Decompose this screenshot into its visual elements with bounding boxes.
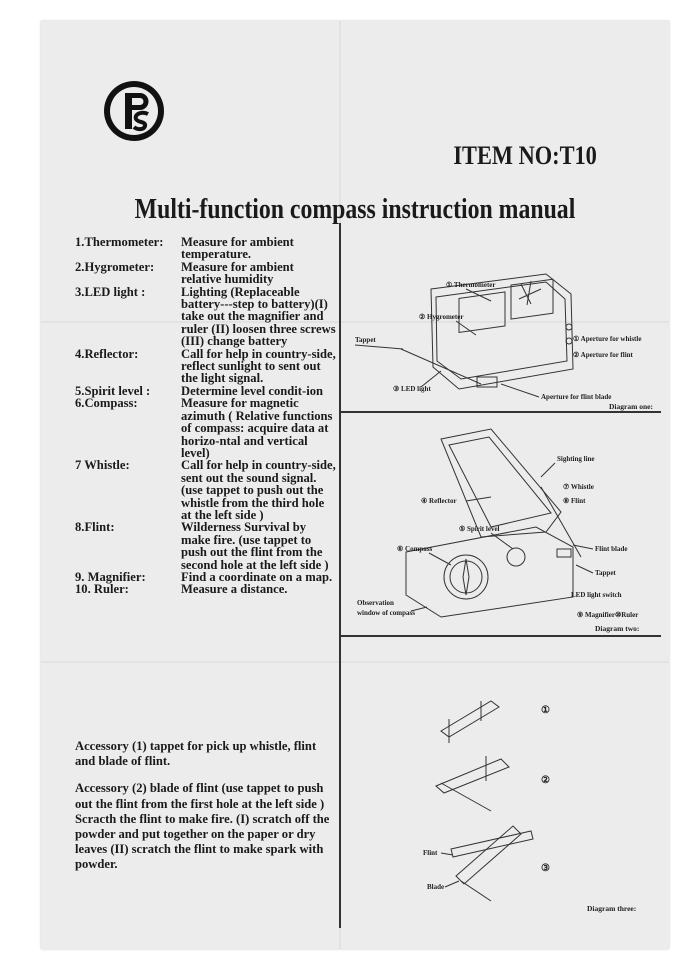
label-aperture-flint: ② Aperture for flint	[573, 351, 634, 359]
feature-label: 3.LED light :	[75, 284, 146, 299]
section-divider	[339, 411, 661, 413]
diagram-caption: Diagram three:	[587, 904, 636, 913]
feature-description: Find a coordinate on a map.	[181, 569, 333, 584]
diagram-caption: Diagram two:	[595, 624, 639, 633]
feature-item: 3.LED light : Lighting (Replaceable batte…	[75, 284, 337, 349]
tappet-step-drawing	[440, 700, 500, 743]
label-flint: Flint	[423, 849, 438, 857]
feature-description: Measure for ambient temperature.	[181, 235, 294, 262]
label-flint: ⑧ Flint	[563, 497, 586, 505]
blade-insert-drawing	[435, 756, 510, 812]
feature-item: 8.Flint: Wilderness Survival by make fire…	[75, 521, 337, 571]
feature-item: 6.Compass: Measure for magnetic azimuth (…	[75, 397, 337, 459]
feature-label: 5.Spirit level :	[75, 383, 151, 398]
label-observation: Observation	[357, 599, 394, 607]
feature-item: 9. Magnifier: Find a coordinate on a map.	[75, 569, 337, 584]
label-led-switch: LED light switch	[571, 591, 622, 599]
section-divider	[339, 635, 661, 637]
feature-description: Measure for ambient relative humidity	[181, 259, 294, 287]
item-number: ITEM NO:T10	[453, 141, 597, 170]
feature-description: Lighting (Replaceable battery---step to …	[181, 284, 336, 349]
feature-label: 4.Reflector:	[75, 346, 139, 361]
label-aperture-whistle: ① Aperture for whistle	[573, 335, 641, 343]
accessory-notes: Accessory (1) tappet for pick up whistle…	[75, 739, 337, 885]
column-divider	[339, 223, 341, 928]
feature-description: Call for help in country-side, reflect s…	[181, 346, 336, 386]
feature-description: Wilderness Survival by make fire. (use t…	[181, 520, 329, 572]
feature-label: 9. Magnifier:	[75, 569, 146, 584]
feature-description: Measure for magnetic azimuth ( Relative …	[181, 396, 333, 460]
brand-logo	[104, 81, 164, 141]
feature-item: 1.Thermometer: Measure for ambient temper…	[75, 236, 337, 261]
label-sighting-line: Sighting line	[557, 455, 595, 463]
label-tappet: Tappet	[355, 336, 376, 344]
feature-label: 7 Whistle:	[75, 458, 130, 473]
step-one-marker: ①	[541, 705, 550, 716]
label-aperture-blade: Aperture for flint blade	[541, 393, 611, 401]
feature-item: 10. Ruler: Measure a distance.	[75, 582, 337, 597]
feature-item: 5.Spirit level : Determine level condit-i…	[75, 383, 337, 398]
feature-description: Measure a distance.	[181, 582, 288, 597]
manual-sheet: ITEM NO:T10 Multi-function compass instr…	[41, 21, 669, 949]
diagram-three: ① ② ③ Flint Blade Diagram three:	[423, 700, 636, 913]
label-reflector: ④ Reflector	[421, 497, 457, 505]
paper-fold	[41, 321, 669, 323]
label-compass: ⑥ Compass	[397, 545, 433, 553]
feature-label: 8.Flint:	[75, 520, 115, 535]
diagram-two: Sighting line ④ Reflector ⑦ Whistle ⑧ Fl…	[357, 428, 639, 633]
feature-description: Determine level condit-ion	[181, 383, 323, 398]
label-spirit-level: ⑤ Spirit level	[459, 525, 500, 533]
label-thermometer: ① Thermometer	[446, 281, 496, 289]
diagram-one: ① Thermometer ② Hygrometer Tappet ③ LED …	[354, 273, 653, 411]
feature-item: 2.Hygrometer: Measure for ambient relativ…	[75, 261, 337, 286]
document-title: Multi-function compass instruction manua…	[134, 193, 576, 225]
compass-device-open-drawing	[405, 428, 582, 618]
feature-list: 1.Thermometer: Measure for ambient temper…	[75, 236, 337, 596]
feature-label: 6.Compass:	[75, 396, 138, 411]
compass-device-closed-drawing	[400, 273, 574, 390]
label-flint-blade: Flint blade	[595, 545, 627, 553]
step-two-marker: ②	[541, 775, 550, 786]
label-tappet: Tappet	[595, 569, 616, 577]
diagram-caption: Diagram one:	[609, 402, 653, 411]
paper-fold	[41, 661, 669, 663]
feature-item: 4.Reflector: Call for help in country-sid…	[75, 346, 337, 386]
feature-description: Call for help in country-side, sent out …	[181, 458, 336, 522]
feature-label: 1.Thermometer:	[75, 235, 164, 249]
label-hygrometer: ② Hygrometer	[419, 313, 463, 321]
feature-label: 2.Hygrometer:	[75, 259, 155, 274]
label-led-light: ③ LED light	[393, 385, 431, 393]
flint-scratch-drawing	[450, 825, 534, 902]
step-three-marker: ③	[541, 863, 550, 874]
accessory-paragraph: Accessory (2) blade of flint (use tappet…	[75, 781, 330, 872]
label-observation-window: window of compass	[357, 609, 415, 617]
label-blade: Blade	[427, 883, 444, 891]
accessory-paragraph: Accessory (1) tappet for pick up whistle…	[75, 739, 317, 769]
label-magnifier-ruler: ⑨ Magnifier⑩Ruler	[577, 611, 638, 619]
label-whistle: ⑦ Whistle	[563, 483, 594, 491]
feature-item: 7 Whistle: Call for help in country-side,…	[75, 459, 337, 521]
feature-label: 10. Ruler:	[75, 582, 129, 597]
